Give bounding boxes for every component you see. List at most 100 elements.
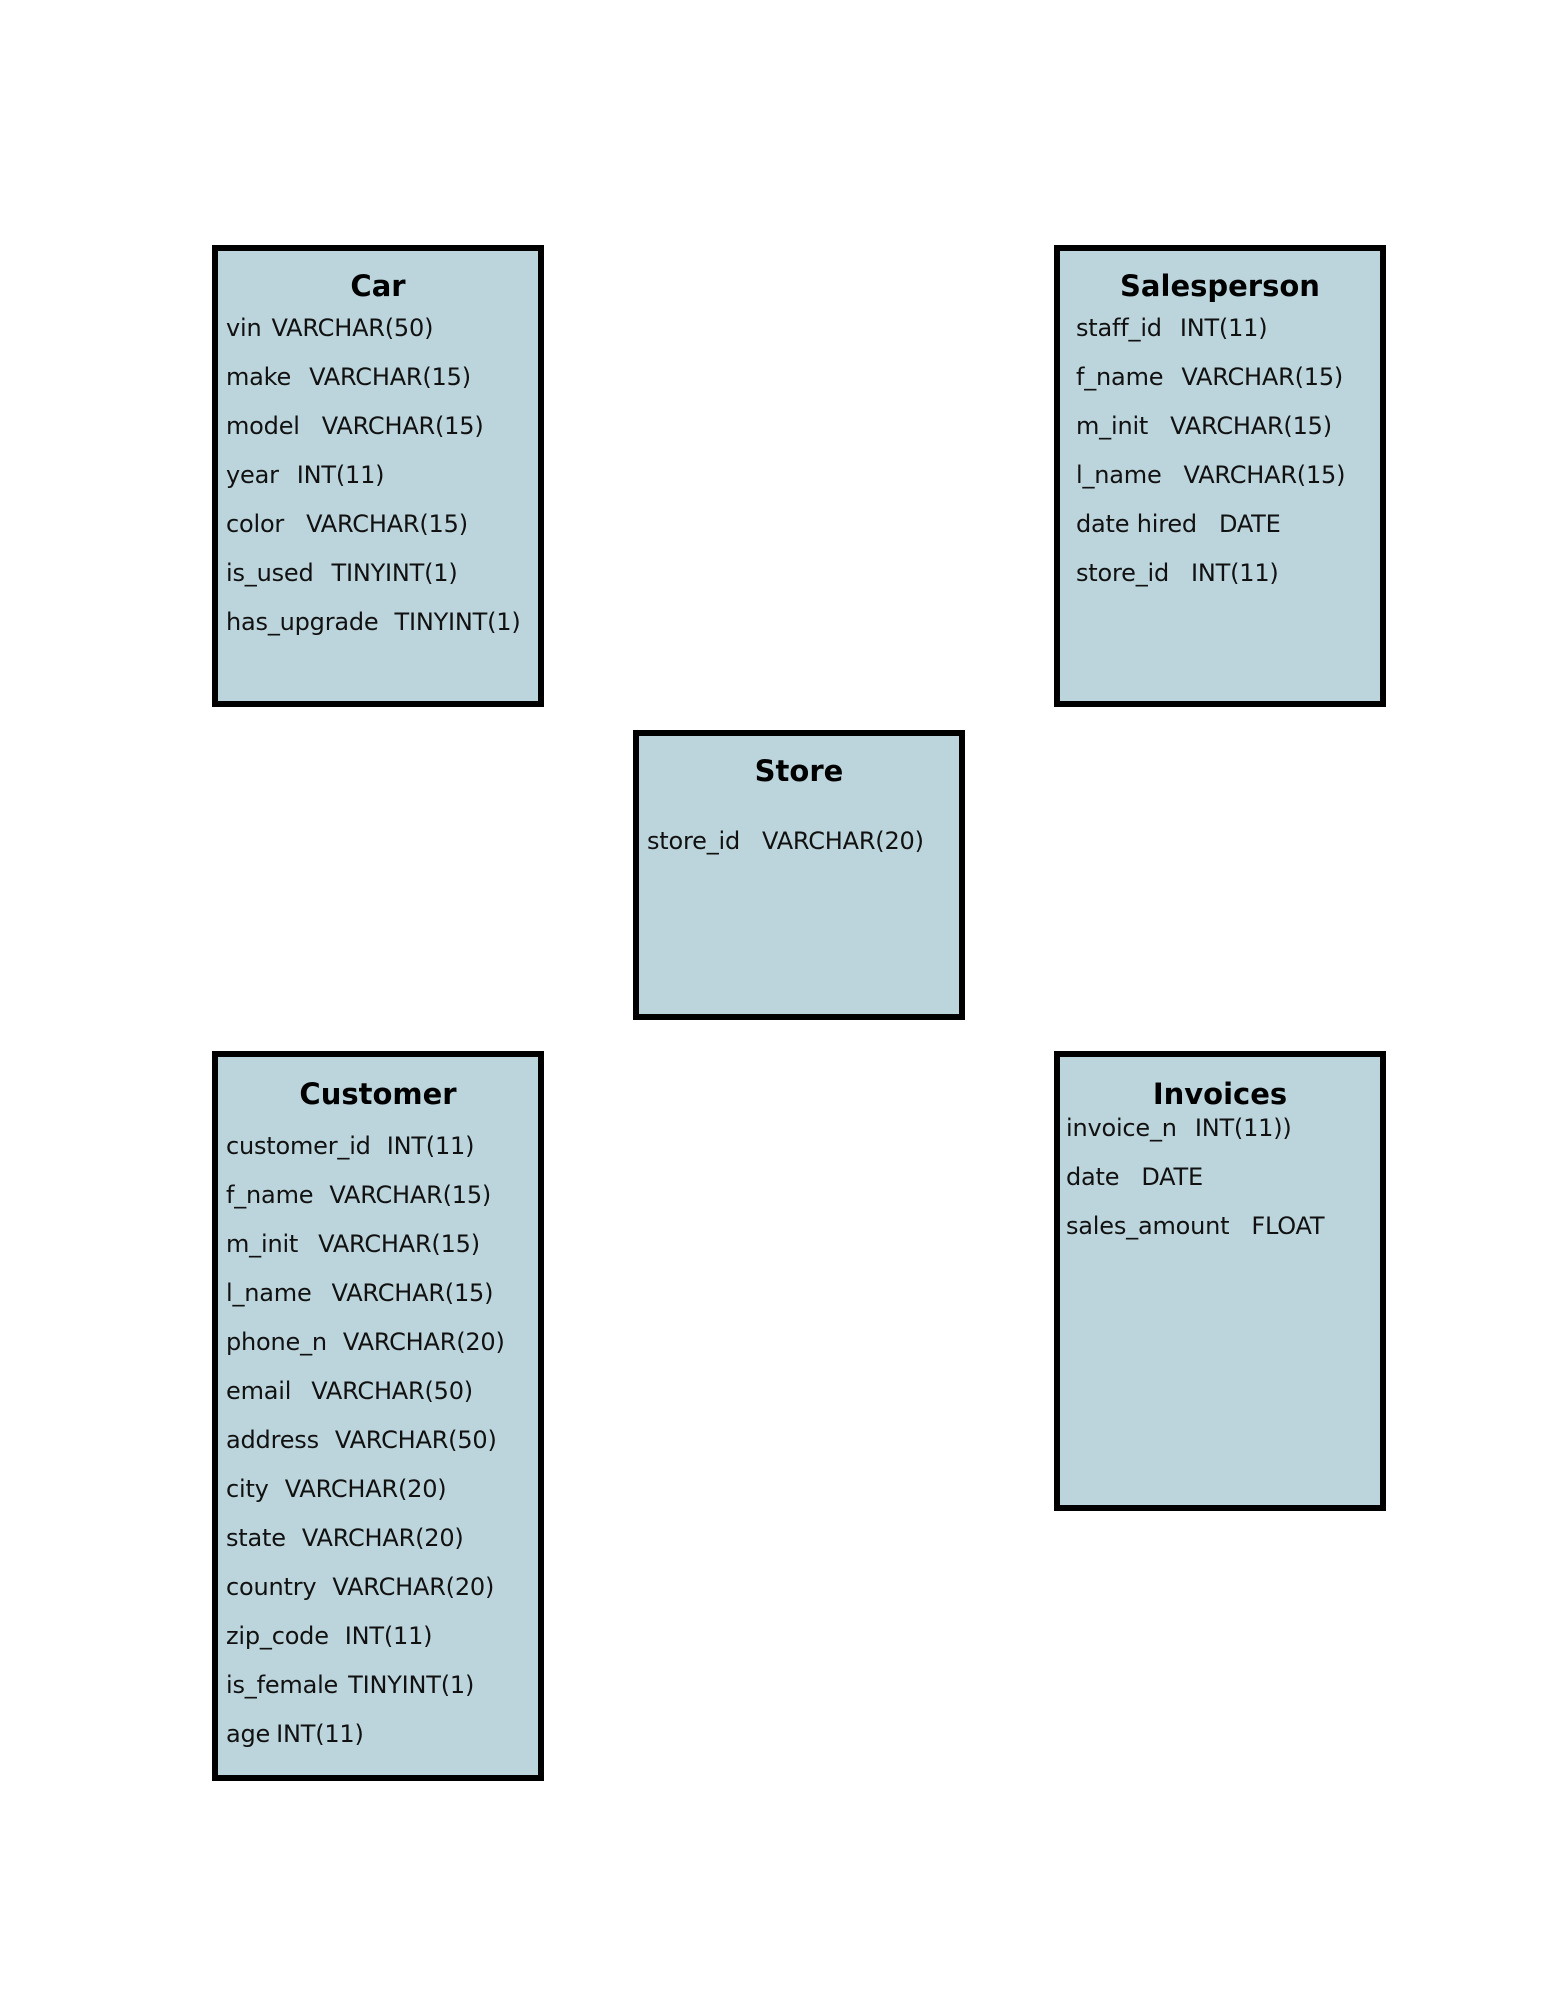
attribute-row: color VARCHAR(15) — [226, 509, 538, 558]
attribute-row: vin VARCHAR(50) — [226, 313, 538, 362]
attribute-type: VARCHAR(20) — [284, 1475, 447, 1503]
attribute-type: VARCHAR(15) — [329, 1181, 492, 1209]
attribute-type: TINYINT(1) — [394, 608, 521, 636]
attribute-type: VARCHAR(20) — [332, 1573, 495, 1601]
attribute-row: store_id VARCHAR(20) — [647, 826, 959, 875]
attribute-name: zip_code — [226, 1622, 329, 1650]
attribute-name: vin — [226, 314, 262, 342]
attribute-type: VARCHAR(15) — [1183, 461, 1346, 489]
attribute-row: l_name VARCHAR(15) — [1076, 460, 1380, 509]
attribute-name: phone_n — [226, 1328, 327, 1356]
attribute-type: VARCHAR(50) — [311, 1377, 473, 1405]
attribute-type: VARCHAR(20) — [342, 1328, 505, 1356]
attribute-row: phone_n VARCHAR(20) — [226, 1327, 538, 1376]
attribute-type: DATE — [1141, 1163, 1203, 1191]
attribute-type: INT(11) — [1191, 559, 1279, 587]
attribute-row: staff_id INT(11) — [1076, 313, 1380, 362]
attribute-name: model — [226, 412, 300, 440]
attribute-row: make VARCHAR(15) — [226, 362, 538, 411]
attribute-type: VARCHAR(15) — [321, 412, 484, 440]
attribute-type: INT(11)) — [1194, 1114, 1292, 1142]
attribute-type: TINYINT(1) — [348, 1671, 475, 1699]
attribute-name: store_id — [1076, 559, 1170, 587]
attribute-type: VARCHAR(15) — [306, 510, 468, 538]
attribute-name: has_upgrade — [226, 608, 379, 636]
attribute-name: date hired — [1076, 510, 1197, 538]
attribute-type: VARCHAR(15) — [1181, 363, 1344, 391]
attribute-name: l_name — [226, 1279, 312, 1307]
attribute-row: f_name VARCHAR(15) — [1076, 362, 1380, 411]
attribute-name: city — [226, 1475, 269, 1503]
attribute-name: color — [226, 510, 285, 538]
attribute-name: sales_amount — [1066, 1212, 1230, 1240]
attribute-row: m_init VARCHAR(15) — [1076, 411, 1380, 460]
entity-title-invoices: Invoices — [1152, 1077, 1288, 1111]
attribute-row: customer_id INT(11) — [226, 1131, 538, 1180]
attribute-row: date hired DATE — [1076, 509, 1380, 558]
attribute-type: VARCHAR(15) — [331, 1279, 494, 1307]
attribute-name: m_init — [226, 1230, 299, 1258]
attribute-name: f_name — [226, 1181, 314, 1209]
attribute-name: is_female — [226, 1671, 339, 1699]
attribute-type: TINYINT(1) — [331, 559, 458, 587]
attribute-name: email — [226, 1377, 292, 1405]
attribute-name: year — [226, 461, 279, 489]
attribute-type: VARCHAR(15) — [318, 1230, 480, 1258]
attribute-name: country — [226, 1573, 317, 1601]
attribute-row: zip_code INT(11) — [226, 1621, 538, 1670]
attribute-row: is_used TINYINT(1) — [226, 558, 538, 607]
attribute-row: l_name VARCHAR(15) — [226, 1278, 538, 1327]
attribute-list-store: store_id VARCHAR(20) — [639, 826, 959, 875]
attribute-row: address VARCHAR(50) — [226, 1425, 538, 1474]
entity-title-salesperson: Salesperson — [1120, 269, 1320, 303]
attribute-row: state VARCHAR(20) — [226, 1523, 538, 1572]
attribute-type: INT(11) — [386, 1132, 475, 1160]
attribute-name: l_name — [1076, 461, 1162, 489]
attribute-row: m_init VARCHAR(15) — [226, 1229, 538, 1278]
attribute-name: customer_id — [226, 1132, 371, 1160]
attribute-type: VARCHAR(15) — [1170, 412, 1332, 440]
attribute-type: INT(11) — [344, 1622, 433, 1650]
entity-title-car: Car — [350, 269, 406, 303]
attribute-name: state — [226, 1524, 286, 1552]
attribute-name: m_init — [1076, 412, 1149, 440]
entity-store: Store store_id VARCHAR(20) — [633, 730, 965, 1020]
attribute-row: model VARCHAR(15) — [226, 411, 538, 460]
entity-title-store: Store — [754, 754, 844, 788]
attribute-row: is_female TINYINT(1) — [226, 1670, 538, 1719]
attribute-type: VARCHAR(20) — [301, 1524, 464, 1552]
attribute-row: year INT(11) — [226, 460, 538, 509]
attribute-type: INT(11) — [276, 1720, 364, 1748]
attribute-name: f_name — [1076, 363, 1164, 391]
attribute-type: VARCHAR(15) — [309, 363, 471, 391]
attribute-row: f_name VARCHAR(15) — [226, 1180, 538, 1229]
attribute-row: city VARCHAR(20) — [226, 1474, 538, 1523]
attribute-type: VARCHAR(50) — [271, 314, 434, 342]
attribute-row: date DATE — [1066, 1162, 1380, 1211]
attribute-name: date — [1066, 1163, 1120, 1191]
attribute-name: is_used — [226, 559, 314, 587]
attribute-type: INT(11) — [1179, 314, 1268, 342]
attribute-type: DATE — [1218, 510, 1281, 538]
attribute-name: staff_id — [1076, 314, 1162, 342]
attribute-row: store_id INT(11) — [1076, 558, 1380, 607]
attribute-row: email VARCHAR(50) — [226, 1376, 538, 1425]
attribute-name: store_id — [647, 827, 741, 855]
attribute-type: VARCHAR(20) — [762, 827, 924, 855]
attribute-name: make — [226, 363, 292, 391]
attribute-type: INT(11) — [296, 461, 385, 489]
attribute-type: VARCHAR(50) — [334, 1426, 497, 1454]
attribute-name: address — [226, 1426, 319, 1454]
attribute-name: age — [226, 1720, 271, 1748]
entity-title-customer: Customer — [299, 1077, 457, 1111]
